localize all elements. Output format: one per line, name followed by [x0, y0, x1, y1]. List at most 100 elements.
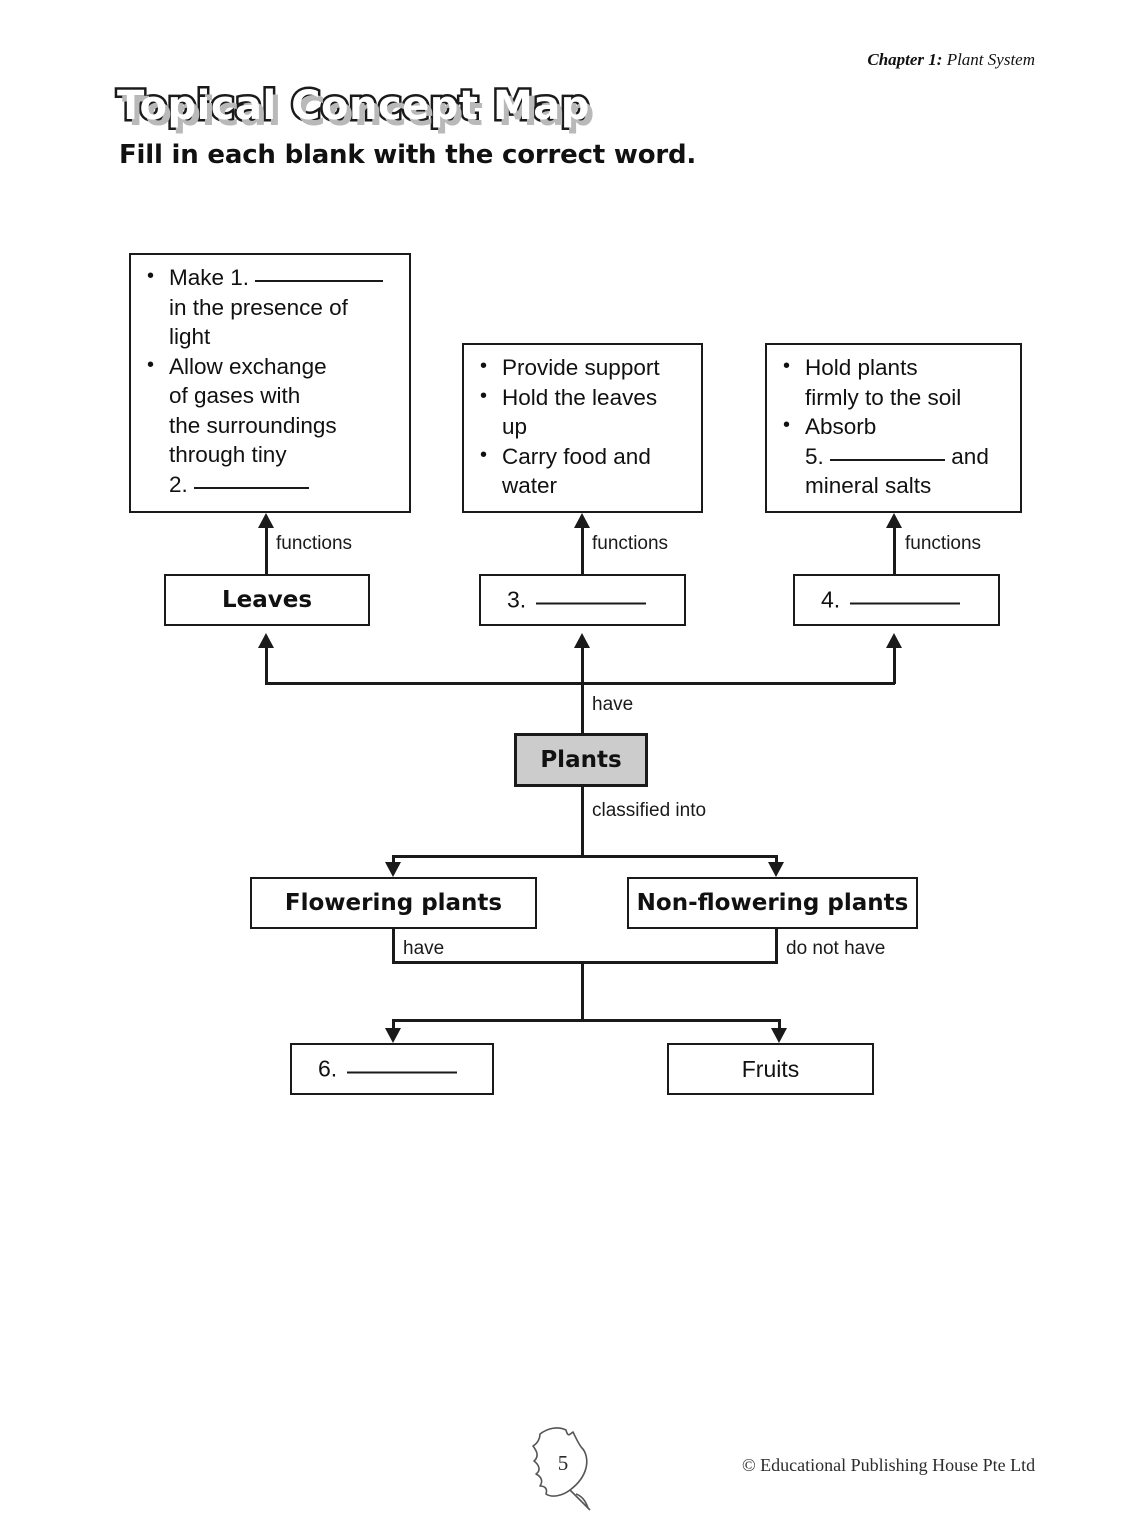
leaves-functions-list: Make 1. in the presence of light Allow e…: [131, 255, 409, 505]
stem-functions-box: Provide support Hold the leaves up Carry…: [462, 343, 703, 513]
bullet-text: and: [951, 443, 989, 469]
answer-blank-3[interactable]: [536, 602, 647, 605]
copyright-text: © Educational Publishing House Pte Ltd: [742, 1455, 1036, 1475]
bullet-text: Make 1.: [169, 265, 250, 290]
product-box-6: 6.: [290, 1043, 494, 1095]
item-number: 6.: [318, 1055, 338, 1082]
numbered-blank-3: 3.: [507, 586, 647, 614]
part-box-leaves: Leaves: [164, 574, 370, 626]
bullet-text: Hold plants: [805, 355, 918, 380]
bullet-text: up: [502, 414, 528, 439]
bullet-text: Allow exchange: [169, 353, 327, 379]
numbered-blank-6: 6.: [318, 1055, 458, 1083]
leaf-icon: [532, 1427, 591, 1511]
product-box-fruits: Fruits: [667, 1043, 874, 1095]
list-item: Absorb 5. and mineral salts: [777, 411, 1014, 501]
edge-label-have-parts: have: [592, 694, 634, 715]
arrowhead-down: [385, 1028, 401, 1043]
connector-bus-horizontal: [265, 682, 895, 685]
class-box-flowering: Flowering plants: [250, 877, 537, 929]
bullet-text: of gases with: [169, 383, 301, 408]
answer-blank-6[interactable]: [347, 1071, 458, 1074]
root-node-label: Plants: [540, 747, 622, 773]
product-label-fruits: Fruits: [741, 1055, 800, 1082]
list-item: Hold plants firmly to the soil: [777, 352, 1014, 412]
edge-label-functions-2: functions: [592, 533, 669, 554]
connector-products-stem: [581, 961, 584, 1022]
bullet-text: through tiny: [169, 442, 287, 467]
list-item: Carry food and water: [474, 441, 695, 501]
class-box-non-flowering: Non-flowering plants: [627, 877, 918, 929]
numbered-blank-4: 4.: [821, 586, 961, 614]
connector-products-bar: [392, 1019, 781, 1022]
edge-label-functions-1: functions: [276, 533, 353, 554]
item-number: 3.: [507, 586, 527, 613]
roots-functions-list: Hold plants firmly to the soil Absorb 5.…: [767, 345, 1020, 507]
stem-functions-list: Provide support Hold the leaves up Carry…: [464, 345, 701, 507]
bullet-text: 5.: [805, 443, 824, 469]
connector-products-join: [392, 961, 778, 964]
part-box-4: 4.: [793, 574, 1000, 626]
arrowhead-down: [768, 862, 784, 877]
connector-stem-functions: [581, 528, 584, 574]
chapter-header: Chapter 1: Plant System: [867, 50, 1035, 70]
bullet-text: 2.: [169, 471, 188, 497]
bullet-text: water: [502, 473, 558, 498]
arrowhead-up: [574, 633, 590, 648]
edge-label-nonflowering-do-not-have: do not have: [786, 938, 886, 959]
leaves-functions-box: Make 1. in the presence of light Allow e…: [129, 253, 411, 513]
edge-label-classified-into: classified into: [592, 800, 707, 821]
connector-flowering-down: [392, 929, 395, 961]
page-number-leaf: 5: [524, 1424, 602, 1520]
connector-roots-functions: [893, 528, 896, 574]
edge-label-flowering-have: have: [403, 938, 445, 959]
answer-blank-2[interactable]: [194, 486, 310, 489]
connector-drop-nonflowering: [775, 855, 778, 862]
bullet-text: light: [169, 324, 211, 349]
connector-riser-part4: [893, 648, 896, 684]
page-title-text: Topical Concept Map: [115, 81, 592, 132]
connector-drop-flowering: [392, 855, 395, 862]
connector-drop-product6: [392, 1019, 395, 1028]
bullet-text: the surroundings: [169, 412, 337, 438]
list-item: Provide support: [474, 352, 695, 383]
chapter-label: Chapter 1:: [867, 50, 943, 69]
item-number: 4.: [821, 586, 841, 613]
page-number: 5: [557, 1450, 569, 1475]
roots-functions-box: Hold plants firmly to the soil Absorb 5.…: [765, 343, 1022, 513]
part-box-3: 3.: [479, 574, 686, 626]
arrowhead-up: [886, 513, 902, 528]
arrowhead-up: [258, 513, 274, 528]
arrowhead-up: [258, 633, 274, 648]
part-label-leaves: Leaves: [221, 587, 313, 613]
answer-blank-5[interactable]: [830, 458, 946, 461]
instruction-text: Fill in each blank with the correct word…: [119, 140, 697, 170]
arrowhead-up: [886, 633, 902, 648]
connector-riser-part3: [581, 648, 584, 736]
connector-riser-leaves: [265, 648, 268, 684]
answer-blank-4[interactable]: [850, 602, 961, 605]
bullet-text: Hold the leaves: [502, 384, 658, 410]
arrowhead-up: [574, 513, 590, 528]
edge-label-functions-3: functions: [905, 533, 982, 554]
bullet-text: in the presence of: [169, 294, 348, 320]
connector-plants-classify: [581, 787, 584, 857]
list-item: Allow exchange of gases with the surroun…: [141, 351, 403, 500]
list-item: Make 1. in the presence of light: [141, 262, 403, 352]
bullet-text: Carry food and: [502, 443, 651, 469]
class-label-flowering: Flowering plants: [284, 890, 503, 916]
page-title: Topical Concept Map: [115, 81, 592, 132]
chapter-title: Plant System: [946, 50, 1035, 69]
arrowhead-down: [385, 862, 401, 877]
bullet-text: firmly to the soil: [805, 384, 962, 410]
bullet-text: mineral salts: [805, 473, 932, 498]
class-label-non-flowering: Non-flowering plants: [636, 890, 909, 916]
answer-blank-1[interactable]: [255, 280, 384, 282]
connector-leaves-functions: [265, 528, 268, 574]
connector-nonflowering-down: [775, 929, 778, 961]
connector-drop-fruits: [778, 1019, 781, 1028]
bullet-text: Provide support: [502, 355, 660, 380]
connector-classify-bar: [392, 855, 778, 858]
arrowhead-down: [771, 1028, 787, 1043]
